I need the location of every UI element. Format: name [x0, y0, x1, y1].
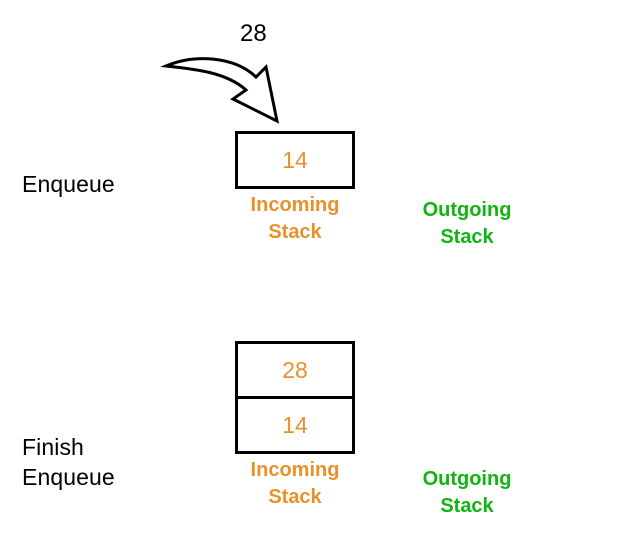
incoming-stack-caption: Incoming Stack: [250, 459, 340, 508]
step-label-finish-enqueue: Finish Enqueue: [22, 434, 115, 490]
incoming-stack-finish-enqueue: 28 14 Incoming Stack: [235, 341, 355, 511]
stack-cells: 14: [235, 131, 355, 189]
stack-cell: 14: [238, 134, 352, 186]
stack-cells: 28 14: [235, 341, 355, 454]
incoming-stack-enqueue: 14 Incoming Stack: [235, 131, 355, 246]
incoming-stack-caption: Incoming Stack: [250, 194, 340, 243]
stack-cell: 14: [238, 396, 352, 451]
stack-cell: 28: [238, 344, 352, 396]
step-label-enqueue: Enqueue: [22, 171, 115, 197]
curved-arrow-icon: [160, 57, 280, 124]
outgoing-stack-caption-finish-enqueue: Outgoing Stack: [422, 468, 512, 517]
outgoing-stack-caption-enqueue: Outgoing Stack: [422, 199, 512, 248]
enqueue-value-label: 28: [240, 20, 267, 47]
